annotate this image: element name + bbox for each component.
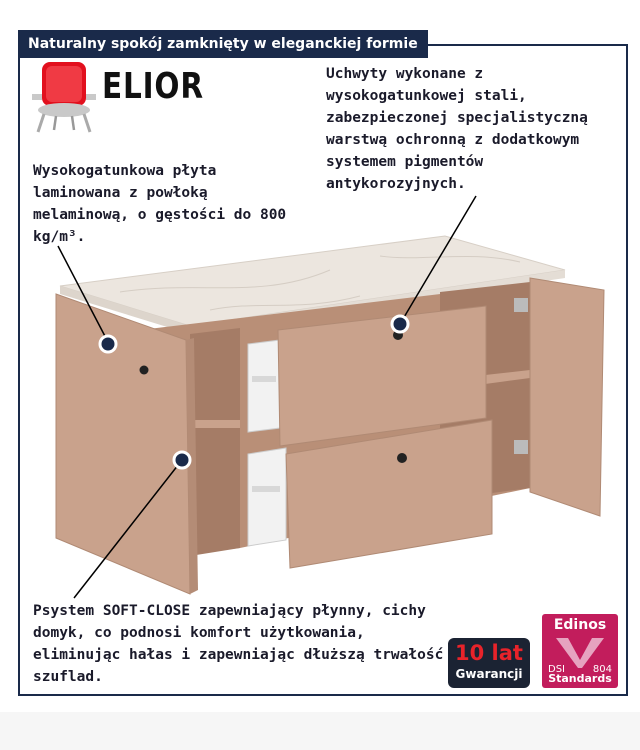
edinos-number: 804: [592, 664, 612, 675]
drawer-front-top: [277, 305, 487, 447]
bottom-strip: [0, 712, 640, 750]
drawer-front-bottom: [285, 419, 493, 569]
chair-logo-icon: [32, 62, 96, 133]
callout-dot-handles: [390, 314, 410, 334]
edinos-check-icon: [556, 638, 604, 668]
left-door: [55, 293, 191, 595]
brand-name: ELIOR: [102, 66, 204, 107]
edinos-dsi: DSI: [548, 664, 565, 675]
tagline-bar: Naturalny spokój zamknięty w eleganckiej…: [18, 30, 428, 58]
warranty-years: 10 lat: [455, 641, 523, 665]
content-frame: [18, 44, 628, 696]
right-door: [529, 277, 605, 517]
warranty-label: Gwarancji: [455, 667, 523, 681]
annotation-softclose: Psystem SOFT-CLOSE zapewniający płynny, …: [33, 603, 444, 685]
edinos-standards: Standards: [548, 672, 612, 685]
edinos-title: Edinos: [553, 617, 607, 633]
annotation-handles: Uchwyty wykonane z wysokogatunkowej stal…: [326, 66, 588, 192]
edinos-badge: Edinos DSI 804 Standards: [542, 614, 618, 688]
callout-dot-board: [98, 334, 118, 354]
callout-dot-softclose: [172, 450, 192, 470]
warranty-badge: 10 lat Gwarancji: [448, 638, 530, 688]
annotation-board: Wysokogatunkowa płyta laminowana z powło…: [33, 163, 287, 245]
